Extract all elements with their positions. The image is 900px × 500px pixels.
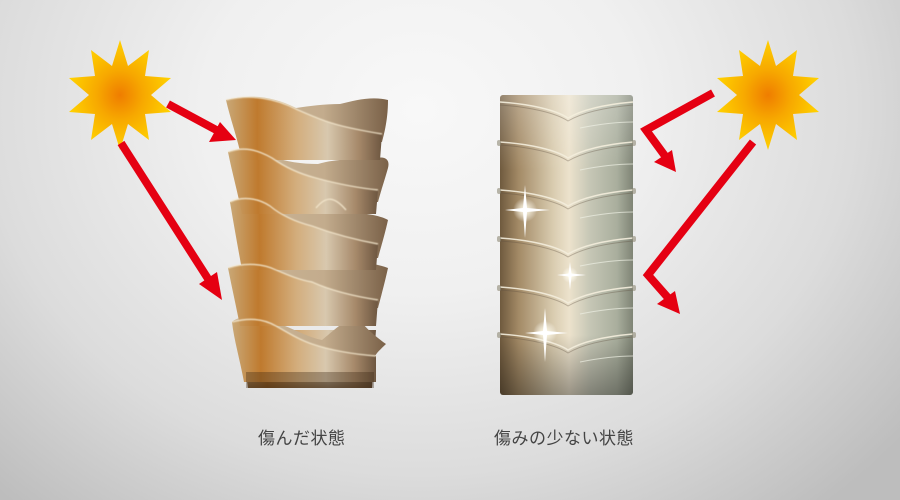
- healthy-hair-strand: [497, 95, 636, 395]
- light-arrow-left-upper: [166, 100, 236, 142]
- sparkle-icon-2: [557, 262, 586, 290]
- light-arrow-right-upper: [640, 89, 715, 172]
- sun-icon-right: [717, 40, 819, 150]
- caption-damaged: 傷んだ状態: [258, 429, 346, 449]
- sun-icon-left: [69, 40, 171, 150]
- light-arrow-right-lower: [642, 139, 757, 314]
- sparkle-icon-1: [505, 185, 550, 238]
- caption-healthy: 傷みの少ない状態: [494, 429, 634, 449]
- light-arrow-left-lower: [117, 140, 222, 300]
- damaged-hair-strand: [225, 96, 389, 388]
- sparkle-icon-3: [525, 308, 568, 362]
